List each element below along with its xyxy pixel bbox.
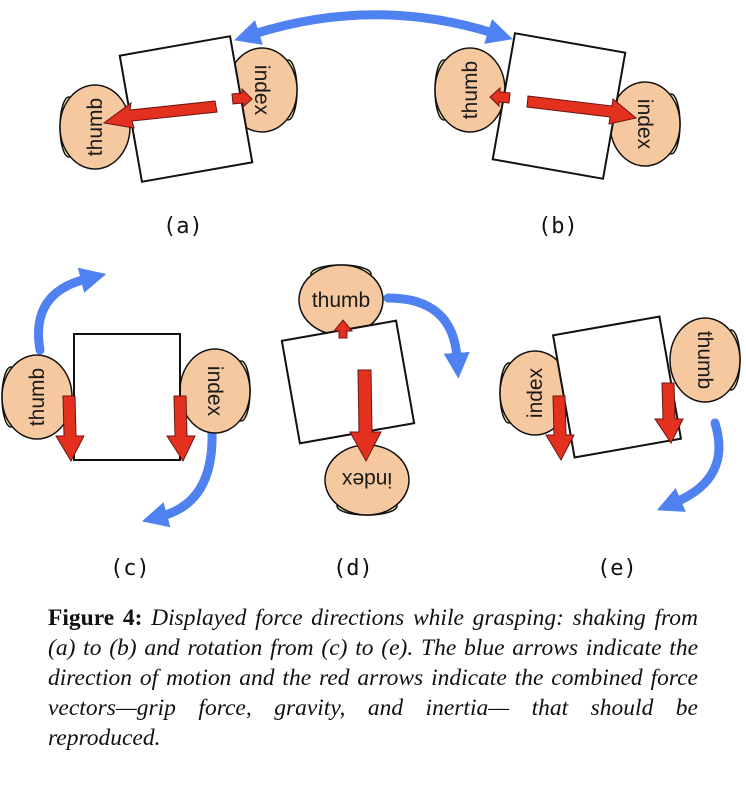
index-label: index [524,367,547,418]
force-arrow-c-index [166,395,196,463]
thumb-label: thumb [84,98,107,156]
panel-e: index thumb [499,315,741,512]
force-arrow-small-d [332,319,354,339]
grasped-box-c [73,333,181,461]
shake-motion-arrow [234,10,513,45]
rotation-arrow-c-bottom [141,427,217,528]
thumb-label: thumb [26,368,49,426]
force-arrow-b [526,95,638,125]
panel-label-a: (a) [163,214,203,239]
force-arrow-e-thumb [654,382,684,444]
force-arrow-e-index [545,395,575,462]
panel-label-e: (e) [597,556,637,581]
panel-d: thumb index [280,264,470,516]
fingertip-thumb-a: thumb [59,84,131,170]
fingertip-thumb-d: thumb [298,264,384,336]
force-arrow-small-a [231,87,253,109]
force-arrow-small-b [489,86,511,108]
caption-text: Displayed force directions while graspin… [48,605,698,751]
index-label: index [633,99,656,150]
panel-label-d: (d) [333,556,373,581]
fingertip-thumb-e: thumb [669,317,741,403]
figure-caption: Figure 4: Displayed force directions whi… [48,603,698,753]
index-label: index [250,65,273,116]
fingertip-index-a: index [226,47,298,133]
thumb-label: thumb [693,331,716,389]
fingertip-index-c: index [179,348,251,434]
fingertip-thumb-b: thumb [434,47,506,133]
fingertip-index-b: index [609,81,681,167]
rotation-arrow-e [656,418,724,512]
force-direction-figure: thumb index thumb index [1,10,741,528]
index-label: index [341,468,392,491]
force-arrow-d [349,369,382,463]
panel-label-b: (b) [538,214,578,239]
panel-label-c: (c) [110,556,150,581]
rotation-arrow-d [383,293,470,379]
force-arrow-c-thumb [55,395,85,463]
thumb-label: thumb [312,289,370,312]
index-label: index [203,366,226,417]
panel-c: thumb index [1,267,251,528]
grasped-box-d [280,319,416,445]
thumb-label: thumb [459,61,482,119]
panel-b: thumb index [434,32,681,180]
rotation-arrow-c-top [34,267,107,355]
fingertip-thumb-c: thumb [1,354,73,440]
force-arrow-a [102,100,218,129]
panel-a: thumb index [59,35,298,183]
caption-label: Figure 4: [48,605,143,631]
